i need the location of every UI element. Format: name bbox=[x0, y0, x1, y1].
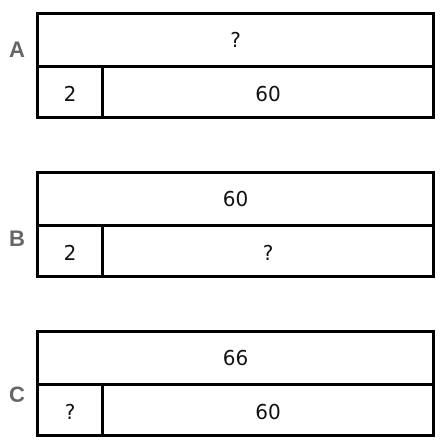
whole-bar: 60 bbox=[222, 187, 249, 211]
bar-model-a: ? 2 60 bbox=[36, 12, 435, 119]
whole-bar: 66 bbox=[222, 346, 249, 370]
option-c-label: C bbox=[9, 382, 25, 407]
part-large: ? bbox=[262, 240, 274, 265]
parts-row: ? 60 bbox=[39, 383, 432, 437]
part-small: ? bbox=[39, 386, 104, 437]
part-large: 60 bbox=[255, 399, 281, 424]
bar-model-c: 66 ? 60 bbox=[36, 330, 435, 437]
parts-row: 2 ? bbox=[39, 224, 432, 278]
part-small: 2 bbox=[39, 227, 104, 278]
option-a-label: A bbox=[9, 37, 25, 62]
part-small: 2 bbox=[39, 68, 104, 119]
whole-bar: ? bbox=[230, 28, 241, 52]
bar-model-b: 60 2 ? bbox=[36, 171, 435, 278]
parts-row: 2 60 bbox=[39, 65, 432, 119]
part-large: 60 bbox=[255, 81, 281, 106]
option-b-label: B bbox=[9, 226, 25, 251]
